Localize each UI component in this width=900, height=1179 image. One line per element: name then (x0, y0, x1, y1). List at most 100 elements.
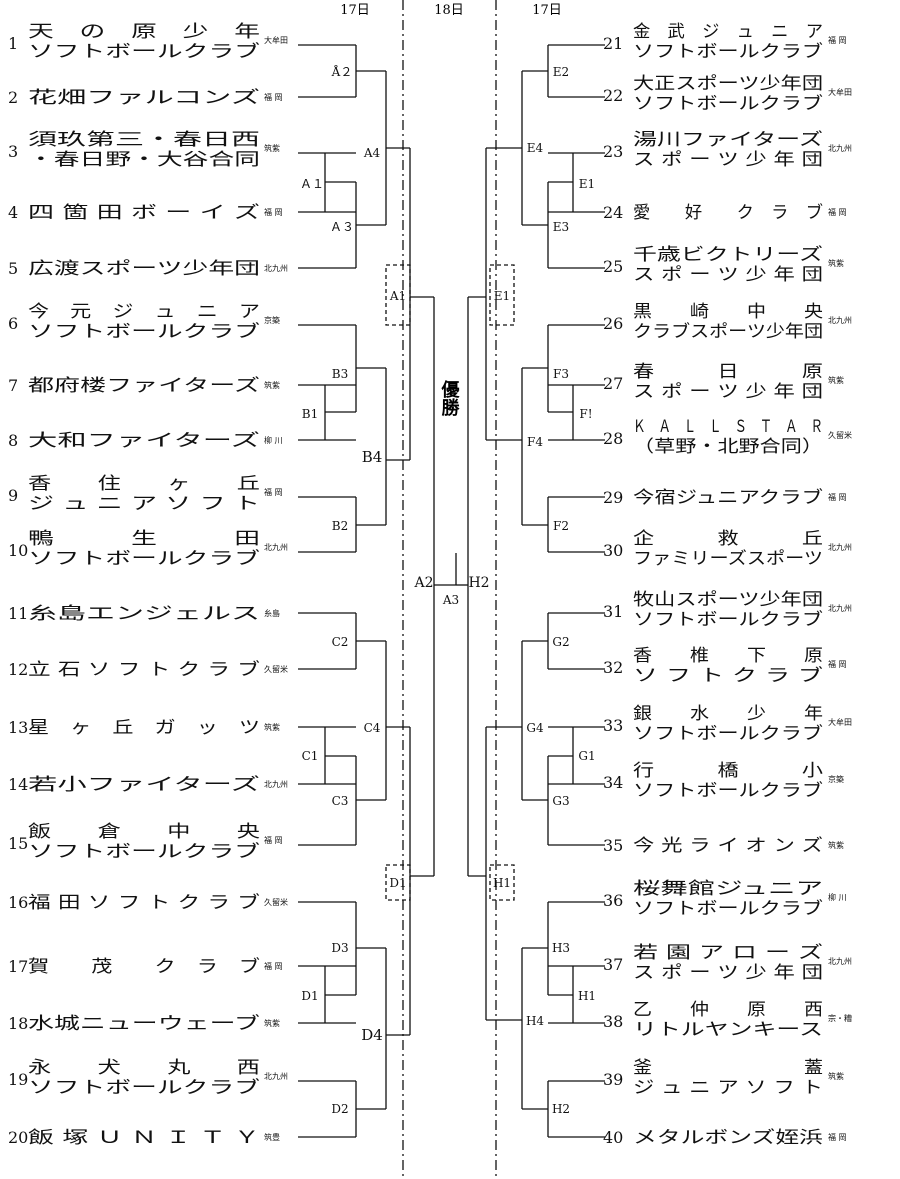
match-label-F3: F3 (553, 367, 569, 381)
team-region: 久留米 (264, 897, 288, 907)
match-label-A4: A4 (363, 146, 381, 160)
team-name: リトルヤンキース (633, 1020, 823, 1040)
team-region: 筑豊 (264, 1132, 280, 1142)
team-number: 29 (603, 488, 623, 507)
team-name: ソフトボールクラブ (28, 1077, 260, 1098)
team-region: 福 岡 (828, 36, 847, 45)
team-name: ジ ュ ニ ア ソ フ ト (28, 494, 260, 514)
team-region: 柳 川 (828, 892, 847, 902)
team-region: 京築 (264, 315, 280, 325)
team-number: 3 (8, 142, 18, 161)
team-name: 今宿ジュニアクラブ (633, 487, 823, 508)
match-label-DF: D1 (389, 876, 406, 890)
team-region: 北九州 (828, 543, 852, 552)
team-name: ジ ュ ニ ア ソ フ ト (633, 1078, 823, 1098)
match-label-E1: E1 (579, 177, 595, 191)
dashed-box-D1 (385, 864, 411, 901)
team-number: 13 (8, 718, 28, 737)
team-name: ソフトボールクラブ (633, 780, 823, 801)
team-region: 筑紫 (264, 1018, 280, 1028)
team-number: 6 (8, 314, 18, 333)
team-region: 筑紫 (828, 258, 844, 268)
team-name: 金 武 ジ ュ ニ ア (633, 22, 823, 42)
match-label-H1: H1 (578, 989, 596, 1003)
team-name: 大正スポーツ少年団 (633, 74, 823, 94)
team-number: 31 (603, 602, 623, 621)
team-region: 北九州 (264, 543, 288, 552)
match-label-A3: Ａ３ (330, 220, 354, 234)
team-region: 大牟田 (264, 35, 288, 45)
team-name: メタルボンズ姪浜 (633, 1128, 823, 1148)
team-name: ソフトボールクラブ (633, 609, 823, 630)
team-name: 牧山スポーツ少年団 (633, 590, 823, 610)
match-label-A2: Å２ (331, 64, 353, 79)
match-label-E4: E4 (527, 141, 544, 155)
team-region: 柳 川 (264, 435, 283, 445)
team-number: 4 (8, 203, 18, 222)
team-number: 27 (603, 374, 623, 393)
match-label-A1: Ａ１ (300, 177, 324, 191)
team-name: 都府楼ファイターズ (28, 376, 260, 396)
team-name: ソフトボールクラブ (28, 548, 260, 569)
team-name: 香 住 ヶ 丘 (28, 474, 260, 494)
team-number: 5 (8, 259, 18, 278)
team-name: 行 橋 小 (633, 761, 823, 781)
team-region: 福 岡 (264, 208, 283, 217)
match-label-H2: H2 (552, 1102, 570, 1116)
match-label-H3: H3 (552, 941, 570, 955)
team-region: 京築 (828, 774, 844, 784)
team-region: 糸島 (264, 608, 280, 618)
team-name: 黒 崎 中 央 (633, 302, 823, 322)
team-region: 福 岡 (828, 1133, 847, 1142)
dashed-box-H1 (489, 864, 515, 901)
team-name: 銀 水 少 年 (633, 704, 823, 724)
team-number: 35 (603, 836, 623, 855)
match-label-HF: H1 (493, 876, 511, 890)
team-name: ス ポ ー ツ 少 年 団 (633, 382, 823, 402)
header-day-right: 17日 (532, 3, 562, 18)
team-name: 飯 倉 中 央 (28, 822, 260, 842)
team-name: 乙 仲 原 西 (633, 1000, 823, 1020)
team-region: 筑紫 (264, 143, 280, 153)
match-label-D4: D4 (361, 1026, 383, 1044)
team-name: ファミリーズスポーツ (633, 549, 823, 569)
match-label-B3: B3 (332, 367, 348, 381)
team-name: ソ フ ト ク ラ ブ (633, 665, 823, 686)
team-region: 北九州 (828, 604, 852, 613)
team-name: 若 園 ア ロ ー ズ (633, 943, 823, 963)
team-name: 糸島エンジェルス (28, 604, 260, 624)
team-name: 若小ファイターズ (28, 775, 260, 795)
team-name: 天 の 原 少 年 (28, 22, 260, 42)
team-number: 8 (8, 431, 18, 450)
team-region: 北九州 (264, 1072, 288, 1081)
team-number: 10 (8, 541, 28, 560)
team-region: 福 岡 (828, 660, 847, 669)
team-region: 北九州 (264, 264, 288, 273)
team-region: 久留米 (264, 664, 288, 674)
team-number: 25 (603, 257, 623, 276)
match-label-D1: D1 (301, 989, 318, 1003)
team-region: 筑紫 (828, 1071, 844, 1081)
team-name: 香 椎 下 原 (633, 646, 823, 666)
team-name: ソフトボールクラブ (633, 93, 823, 114)
team-name: ソフトボールクラブ (633, 723, 823, 744)
match-label-G2: G2 (552, 635, 569, 649)
team-name: 花畑ファルコンズ (28, 88, 260, 108)
team-number: 1 (8, 34, 18, 53)
team-name: 四 箇 田 ボ ー イ ズ (28, 203, 260, 223)
team-name: 星 ヶ 丘 ガ ッ ツ (28, 718, 260, 738)
team-name: 大和ファイターズ (28, 431, 260, 451)
team-name: 今 光 ラ イ オ ン ズ (633, 836, 823, 856)
team-region: 福 岡 (264, 836, 283, 845)
team-name: 釜 蓋 (633, 1058, 823, 1078)
team-name: 鴨 生 田 (28, 529, 260, 549)
match-label-G3: G3 (552, 794, 569, 808)
team-region: 北九州 (828, 316, 852, 325)
team-number: 9 (8, 486, 18, 505)
match-label-EF: E1 (494, 289, 510, 303)
champion-label: 優勝 (439, 379, 461, 417)
match-label-C1: C1 (302, 749, 319, 763)
team-name: ス ポ ー ツ 少 年 団 (633, 265, 823, 285)
team-name: 桜舞館ジュニア (633, 879, 823, 899)
